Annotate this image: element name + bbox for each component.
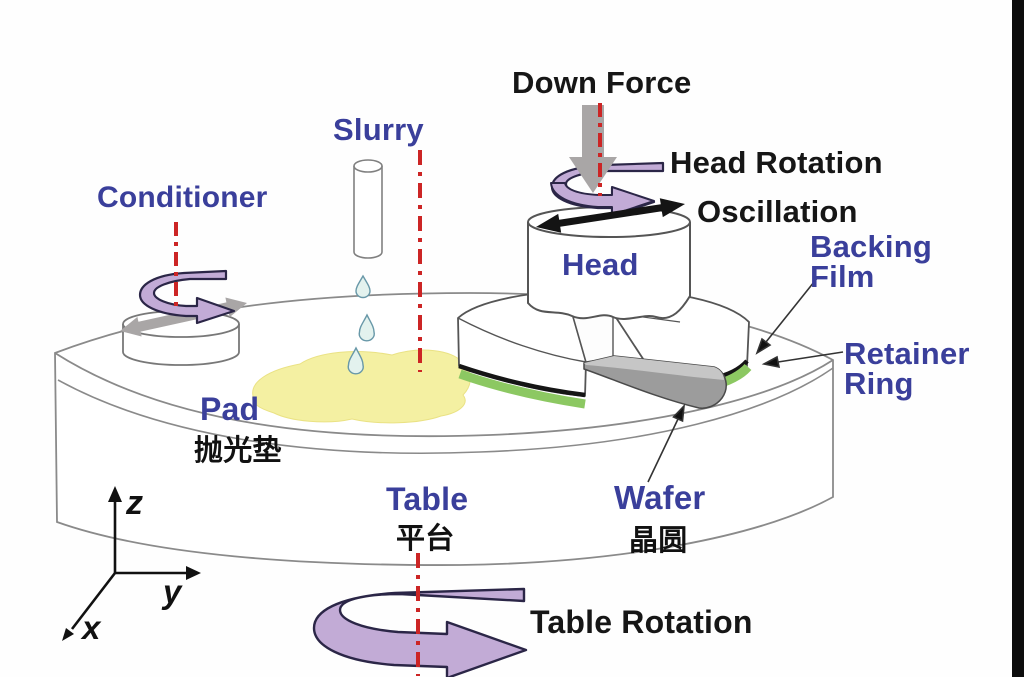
wafer-label: Wafer	[614, 479, 706, 516]
slurry-drops	[347, 274, 375, 375]
slurry-puddle	[252, 349, 471, 424]
down-force-arrow	[569, 105, 617, 193]
table-rotation-group	[312, 553, 528, 677]
head-cylinder	[527, 206, 691, 320]
backing-film-label: Backing Film	[810, 229, 932, 294]
table-rotation-label: Table Rotation	[530, 604, 753, 640]
wafer-label-zh: 晶圆	[629, 525, 688, 557]
pad-label: Pad	[200, 391, 260, 427]
oscillation-arrow	[536, 198, 685, 233]
backing-film-leader	[765, 276, 819, 343]
pad-label-zh: 抛光垫	[194, 435, 282, 467]
wafer-shape	[583, 355, 727, 409]
wafer-leader	[647, 418, 679, 483]
right-border	[1012, 0, 1024, 677]
backing-film-strip-left	[458, 369, 586, 409]
down-force-label: Down Force	[512, 65, 692, 100]
conditioner-rotation-arrow	[138, 269, 236, 325]
retainer-ring-label: Retainer Ring	[844, 336, 970, 401]
slurry-nozzle	[347, 159, 383, 375]
table-label: Table	[386, 481, 469, 517]
axis-y-label: y	[163, 573, 182, 610]
coordinate-axes	[62, 486, 201, 641]
conditioner-assembly	[120, 222, 247, 366]
head-rotation-label: Head Rotation	[670, 145, 883, 180]
oscillation-label: Oscillation	[697, 194, 858, 229]
leader-lines	[647, 276, 844, 483]
head-rotation-arrow-front	[550, 182, 655, 216]
head-assembly	[457, 206, 752, 409]
retainer-ring-leader	[777, 351, 844, 363]
axis-x-label: x	[82, 609, 101, 646]
head-label: Head	[562, 247, 639, 282]
table-label-zh: 平台	[396, 523, 455, 555]
slurry-label: Slurry	[333, 112, 424, 147]
conditioner-label: Conditioner	[97, 181, 268, 214]
axis-z-label: z	[126, 484, 144, 522]
retainer-strip-black-left	[458, 363, 586, 398]
